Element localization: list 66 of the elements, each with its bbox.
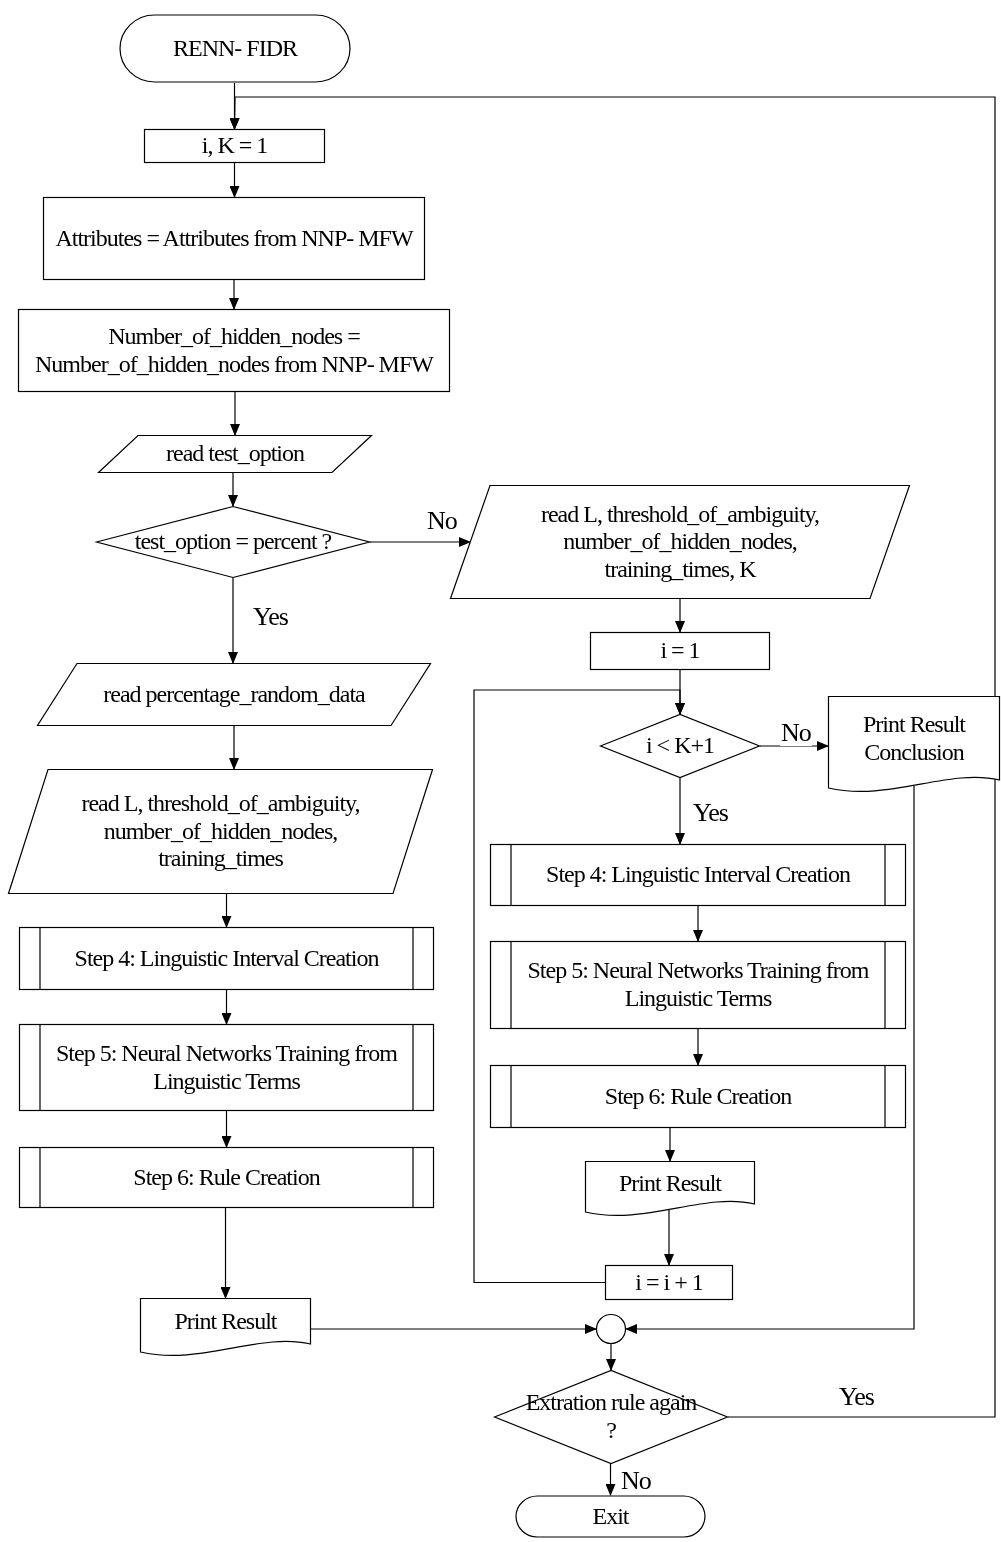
process-box: [590, 632, 770, 670]
process-box: [605, 1265, 733, 1300]
node-text: Print Result: [619, 1169, 721, 1198]
subprocess-box: [19, 927, 434, 990]
node-text: test_option = percent ?: [134, 528, 332, 556]
arrow: [221, 989, 232, 1025]
arrow: [675, 598, 685, 633]
process-box: [144, 129, 325, 163]
node-text: Attributes = Attributes from NNP- MFW: [55, 224, 413, 253]
subprocess-box: [490, 1065, 906, 1128]
decision-diamond: [600, 714, 760, 778]
decision-diamond: [96, 506, 370, 578]
arrow: [693, 905, 703, 942]
subprocess-box: [490, 844, 906, 906]
arrow: [675, 777, 685, 845]
process-box: [18, 309, 450, 392]
arrow: [759, 741, 829, 751]
node-text: Extration rule again ?: [524, 1389, 698, 1445]
arrow: [605, 1463, 616, 1496]
subprocess-box: [490, 941, 906, 1029]
node-text: Step 4: Linguistic Interval Creation: [74, 944, 379, 973]
arrow: [664, 1209, 674, 1266]
node-text: Step 6: Rule Creation: [133, 1163, 320, 1192]
subprocess-box: [19, 1024, 434, 1111]
node-text: i, K = 1: [201, 132, 268, 160]
node-text: i = i + 1: [635, 1268, 703, 1297]
arrow: [625, 785, 915, 1334]
input-parallelogram: [8, 769, 433, 894]
decision-diamond: [494, 1370, 728, 1464]
node-text: Step 4: Linguistic Interval Creation: [546, 861, 850, 889]
arrow: [665, 1127, 675, 1162]
node-text: i < K+1: [645, 732, 715, 760]
subprocess-box: [19, 1147, 434, 1208]
node-text: Exit: [592, 1502, 629, 1531]
node-text: i = 1: [660, 637, 700, 665]
arrow: [221, 1110, 232, 1148]
node-text: Print Result: [174, 1308, 277, 1336]
node-text: read test_option: [166, 440, 304, 468]
node-text: Print Result Conclusion: [862, 711, 967, 767]
arrow: [473, 689, 685, 1284]
input-parallelogram: [37, 663, 431, 726]
arrow: [369, 537, 471, 547]
node-text: RENN- FIDR: [173, 34, 297, 63]
arrow: [229, 279, 239, 310]
process-box: [43, 197, 425, 280]
arrow: [228, 472, 238, 507]
arrow: [221, 893, 232, 928]
arrow: [220, 1207, 231, 1299]
node-text: read L, threshold_of_ambiguity, number_of_hidden_nodes, training_times, K: [539, 500, 820, 584]
input-parallelogram: [98, 435, 372, 473]
node-text: Step 5: Neural Networks Training from Linguistic Terms: [526, 957, 870, 1013]
connector-circle: [596, 1314, 626, 1344]
node-text: read percentage_random_data: [103, 680, 365, 709]
arrow: [310, 1324, 597, 1334]
terminal-shape: [515, 1495, 706, 1538]
arrow: [229, 162, 240, 198]
arrow: [606, 1343, 616, 1371]
arrow: [228, 577, 238, 664]
arrow: [230, 391, 240, 436]
node-text: Number_of_hidden_nodes = Number_of_hidden_nodes from NNP- MFW: [34, 322, 435, 379]
arrow: [229, 96, 996, 1418]
arrow: [229, 725, 239, 770]
arrow: [693, 1028, 703, 1066]
node-text: Step 6: Rule Creation: [604, 1082, 792, 1111]
node-text: Step 5: Neural Networks Training from Linguistic Terms: [55, 1039, 399, 1096]
node-text: read L, threshold_of_ambiguity, number_of_hidden_nodes, training_times: [80, 790, 361, 873]
